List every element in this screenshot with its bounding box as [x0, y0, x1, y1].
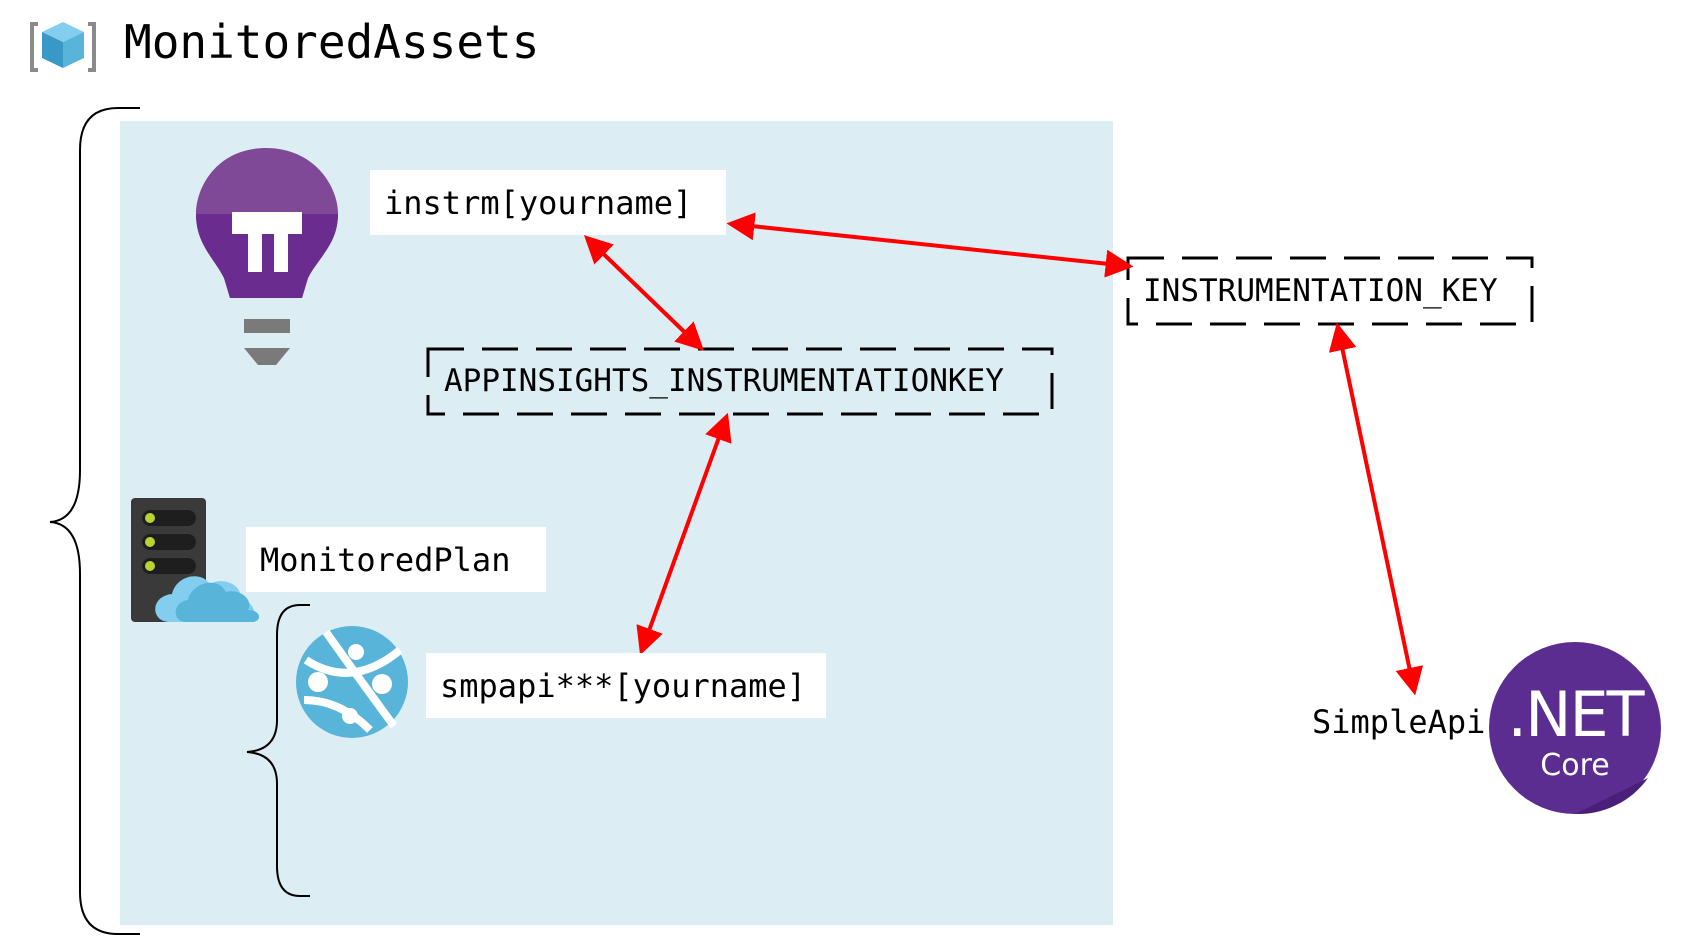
web-app-label: smpapi***[yourname]: [426, 653, 826, 718]
simple-api-label: SimpleApi: [1312, 703, 1486, 741]
app-insights-label: instrm[yourname]: [370, 170, 726, 235]
appinsights-key-label: APPINSIGHTS_INSTRUMENTATIONKEY: [444, 363, 1004, 399]
arrow-instrumentationkey-to-simpleapi: [1328, 322, 1424, 696]
dotnet-logo-subtext: Core: [1540, 748, 1610, 783]
app-insights-bulb-icon: [196, 148, 338, 365]
arrow-appinsights-to-appsetting: [583, 235, 705, 351]
diagram-title: MonitoredAssets: [124, 15, 540, 69]
arrow-appinsights-to-instrumentationkey: [726, 212, 1134, 278]
web-app-globe-icon: [296, 626, 408, 738]
outer-brace: [49, 107, 140, 935]
appinsights-key-dashed-box: [426, 347, 1054, 416]
instrumentation-key-label: INSTRUMENTATION_KEY: [1143, 273, 1498, 309]
dotnet-core-logo: [1489, 642, 1661, 815]
inner-brace: [246, 604, 310, 897]
app-service-plan-icon: [131, 498, 260, 622]
dotnet-logo-text: .NET: [1507, 678, 1644, 751]
arrow-appsetting-to-webapp: [636, 412, 732, 656]
plan-label: MonitoredPlan: [246, 527, 546, 592]
